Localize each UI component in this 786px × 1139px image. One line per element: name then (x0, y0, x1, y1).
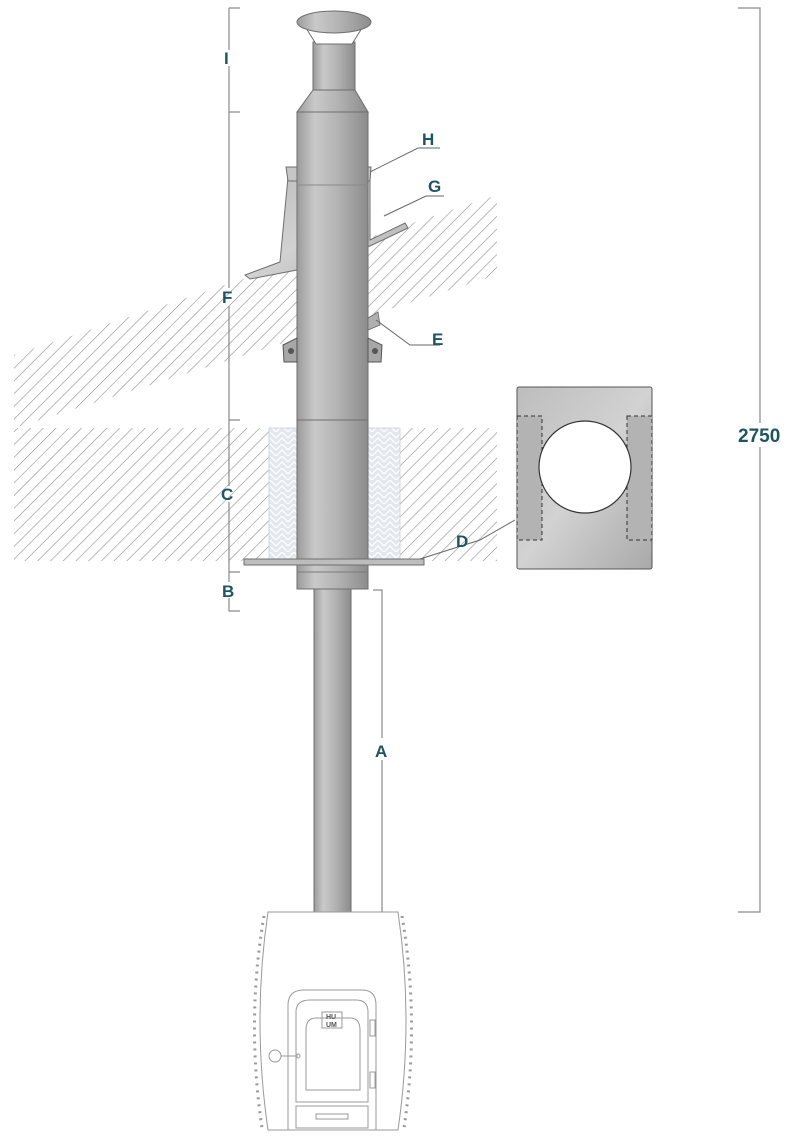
label-d: D (456, 532, 468, 551)
insulation-left (268, 427, 298, 562)
dimension-brackets (228, 7, 240, 612)
ceiling-plate (243, 558, 425, 566)
label-b: B (222, 582, 234, 601)
label-i: I (224, 49, 229, 68)
stove (252, 911, 414, 1131)
pipe-collar (296, 564, 369, 590)
roof-lower-section (14, 282, 242, 428)
label-e: E (432, 330, 443, 349)
stove-logo-line1: HU (326, 1014, 336, 1021)
flue-pipe (313, 588, 352, 913)
detail-view (516, 386, 653, 570)
label-a: A (375, 742, 387, 761)
stove-logo-line2: UM (326, 1022, 337, 1029)
support-bracket (282, 311, 383, 363)
dimension-a (373, 589, 383, 912)
top-cone (296, 89, 369, 113)
label-c: C (221, 485, 233, 504)
rain-cap (296, 10, 372, 34)
label-f: F (222, 288, 232, 307)
leader-lines (369, 147, 516, 560)
ceiling-slab-right (400, 428, 497, 561)
label-total-height: 2750 (738, 426, 780, 447)
insulated-pipe (296, 111, 369, 565)
dimension-total (738, 7, 761, 913)
ceiling-slab-left (14, 428, 219, 561)
ceiling-slab-mid (219, 428, 269, 561)
insulation-right (367, 427, 401, 562)
top-pipe (312, 41, 356, 91)
label-h: H (422, 130, 434, 149)
label-g: G (428, 177, 441, 196)
